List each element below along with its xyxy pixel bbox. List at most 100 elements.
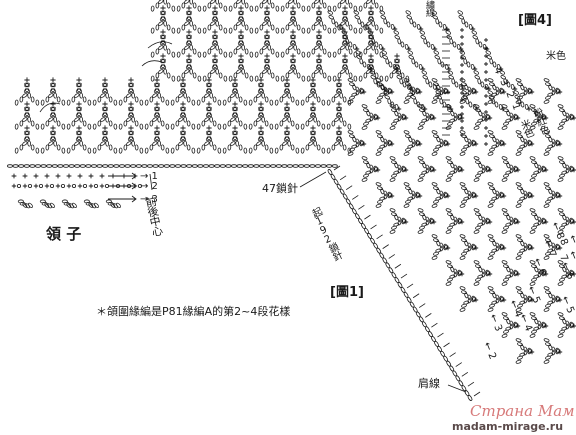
brace-mark [147,41,173,49]
single-crochet-mark [128,77,134,83]
chain-stitch [445,177,452,182]
single-crochet-mark [557,245,563,251]
chain-stitch [186,58,192,64]
chain-stitch [380,136,385,143]
stitch-line [345,185,353,190]
chain-stitch [355,86,360,93]
chain-stitch [192,72,197,79]
chain-stitch [456,43,461,50]
chain-stitch [489,58,494,65]
chain-stitch [436,188,441,195]
chain-stitch [459,234,466,239]
chain-stitch [533,326,540,331]
chain-stitch [505,170,512,175]
chain-stitch [355,138,360,145]
picot-mark [39,183,44,188]
chain-stitch [337,72,342,79]
chain-stitch [467,89,472,96]
chain-stitch [206,82,212,88]
chain-stitch [309,164,316,168]
chain-stitch [349,82,355,87]
chain-stitch [316,120,321,127]
chain-stitch [102,130,108,136]
chain-stitch [160,16,167,21]
watermark-logo: Страна Мам [470,402,575,420]
chain-stitch [253,96,258,103]
chain-stitch [180,82,186,88]
chain-stitch [197,51,202,58]
chain-stitch [515,338,522,343]
chain-stitch [201,144,206,151]
single-crochet-mark [361,141,367,147]
chain-stitch [118,99,123,106]
chain-stitch [463,144,470,149]
chain-stitch [207,24,212,31]
chain-stitch [170,99,175,106]
chain-stitch [305,144,310,151]
chain-stitch [531,329,537,334]
chain-stitch [495,245,500,252]
chain-stitch [426,41,431,48]
chain-stitch [288,45,294,50]
chain-stitch [383,190,388,197]
picot-mark [94,183,99,188]
chain-stitch [557,125,564,130]
chain-stitch [248,99,253,106]
chain-stitch [491,98,496,105]
chain-stitch [509,112,514,119]
chain-stitch [310,112,317,117]
chain-stitch [478,266,483,273]
chain-stitch [163,44,168,51]
chain-stitch [150,27,155,34]
chain-stitch [27,92,32,99]
chain-stitch [155,48,160,55]
chain-stitch [241,0,246,5]
chain-stitch [551,349,556,356]
chain-stitch [76,82,82,88]
chain-stitch [18,164,25,168]
chain-stitch [232,88,239,93]
chain-stitch [363,160,369,165]
chain-stitch [146,164,153,168]
chain-stitch [301,51,306,58]
chain-stitch [61,123,66,130]
chain-stitch [355,50,362,55]
chain-stitch [405,186,411,191]
chain-stitch [517,342,523,347]
chain-stitch [183,140,188,147]
chain-stitch [235,140,240,147]
chain-stitch [24,130,30,136]
single-crochet-mark [102,101,108,107]
chain-stitch [449,274,456,279]
chain-stitch [154,136,161,141]
chain-stitch [223,75,228,82]
chain-stitch [102,106,108,112]
chain-stitch [445,208,452,213]
chain-stitch [50,106,56,112]
chain-stitch [264,96,269,103]
chain-stitch [363,2,368,9]
chain-stitch [102,88,109,93]
chain-stitch [68,164,75,168]
chain-stitch [201,96,206,103]
single-crochet-mark [484,62,488,66]
chain-stitch [144,123,149,130]
chain-stitch [389,229,396,234]
chain-stitch [389,177,396,182]
chain-stitch [515,359,522,364]
chain-stitch [375,151,382,156]
chain-stitch [565,216,570,223]
chain-stitch [369,112,374,119]
chain-stitch [394,162,399,169]
row-number: → 1 [140,171,158,182]
chain-stitch [534,318,539,325]
chain-stitch [236,0,242,4]
chain-stitch [467,245,472,252]
shoulder-line-label: 肩線 [418,377,440,390]
chain-stitch [517,251,523,256]
chain-stitch [152,93,158,98]
chain-stitch [419,173,425,178]
single-crochet-mark [445,245,451,251]
single-crochet-mark [206,125,212,131]
chain-stitch [322,24,327,31]
